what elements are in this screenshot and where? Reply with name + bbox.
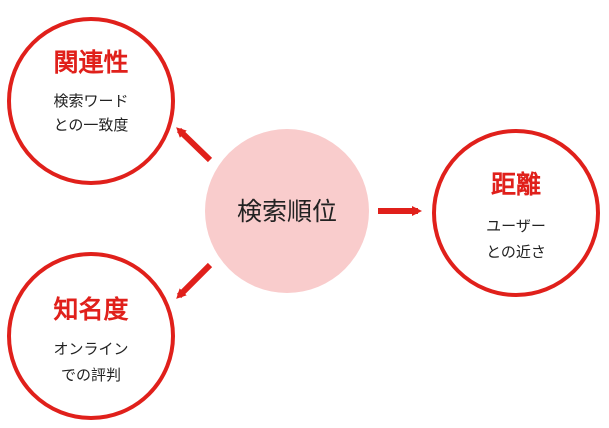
prominence-node-line-2: での評判 [61,366,121,384]
relevance-node: 関連性 検索ワード との一致度 [7,17,175,185]
center-node-label: 検索順位 [237,197,337,226]
distance-node-line-1: ユーザー [486,217,546,235]
distance-node: 距離 ユーザー との近さ [432,129,600,297]
prominence-node-line-1: オンライン [53,340,128,358]
arrow-to-prominence [176,262,213,299]
arrow-to-relevance [176,127,213,163]
relevance-node-line-2: との一致度 [54,116,129,134]
center-node-circle [205,129,369,293]
relevance-node-line-1: 検索ワード [53,92,128,110]
relevance-node-circle [7,17,175,185]
relevance-node-title: 関連性 [53,48,128,77]
prominence-node: 知名度 オンライン での評判 [7,252,175,420]
distance-node-line-2: との近さ [486,243,546,261]
center-node: 検索順位 [205,129,369,293]
prominence-node-title: 知名度 [53,295,128,324]
distance-node-circle [432,129,600,297]
distance-node-title: 距離 [491,170,541,199]
prominence-node-circle [7,252,175,420]
